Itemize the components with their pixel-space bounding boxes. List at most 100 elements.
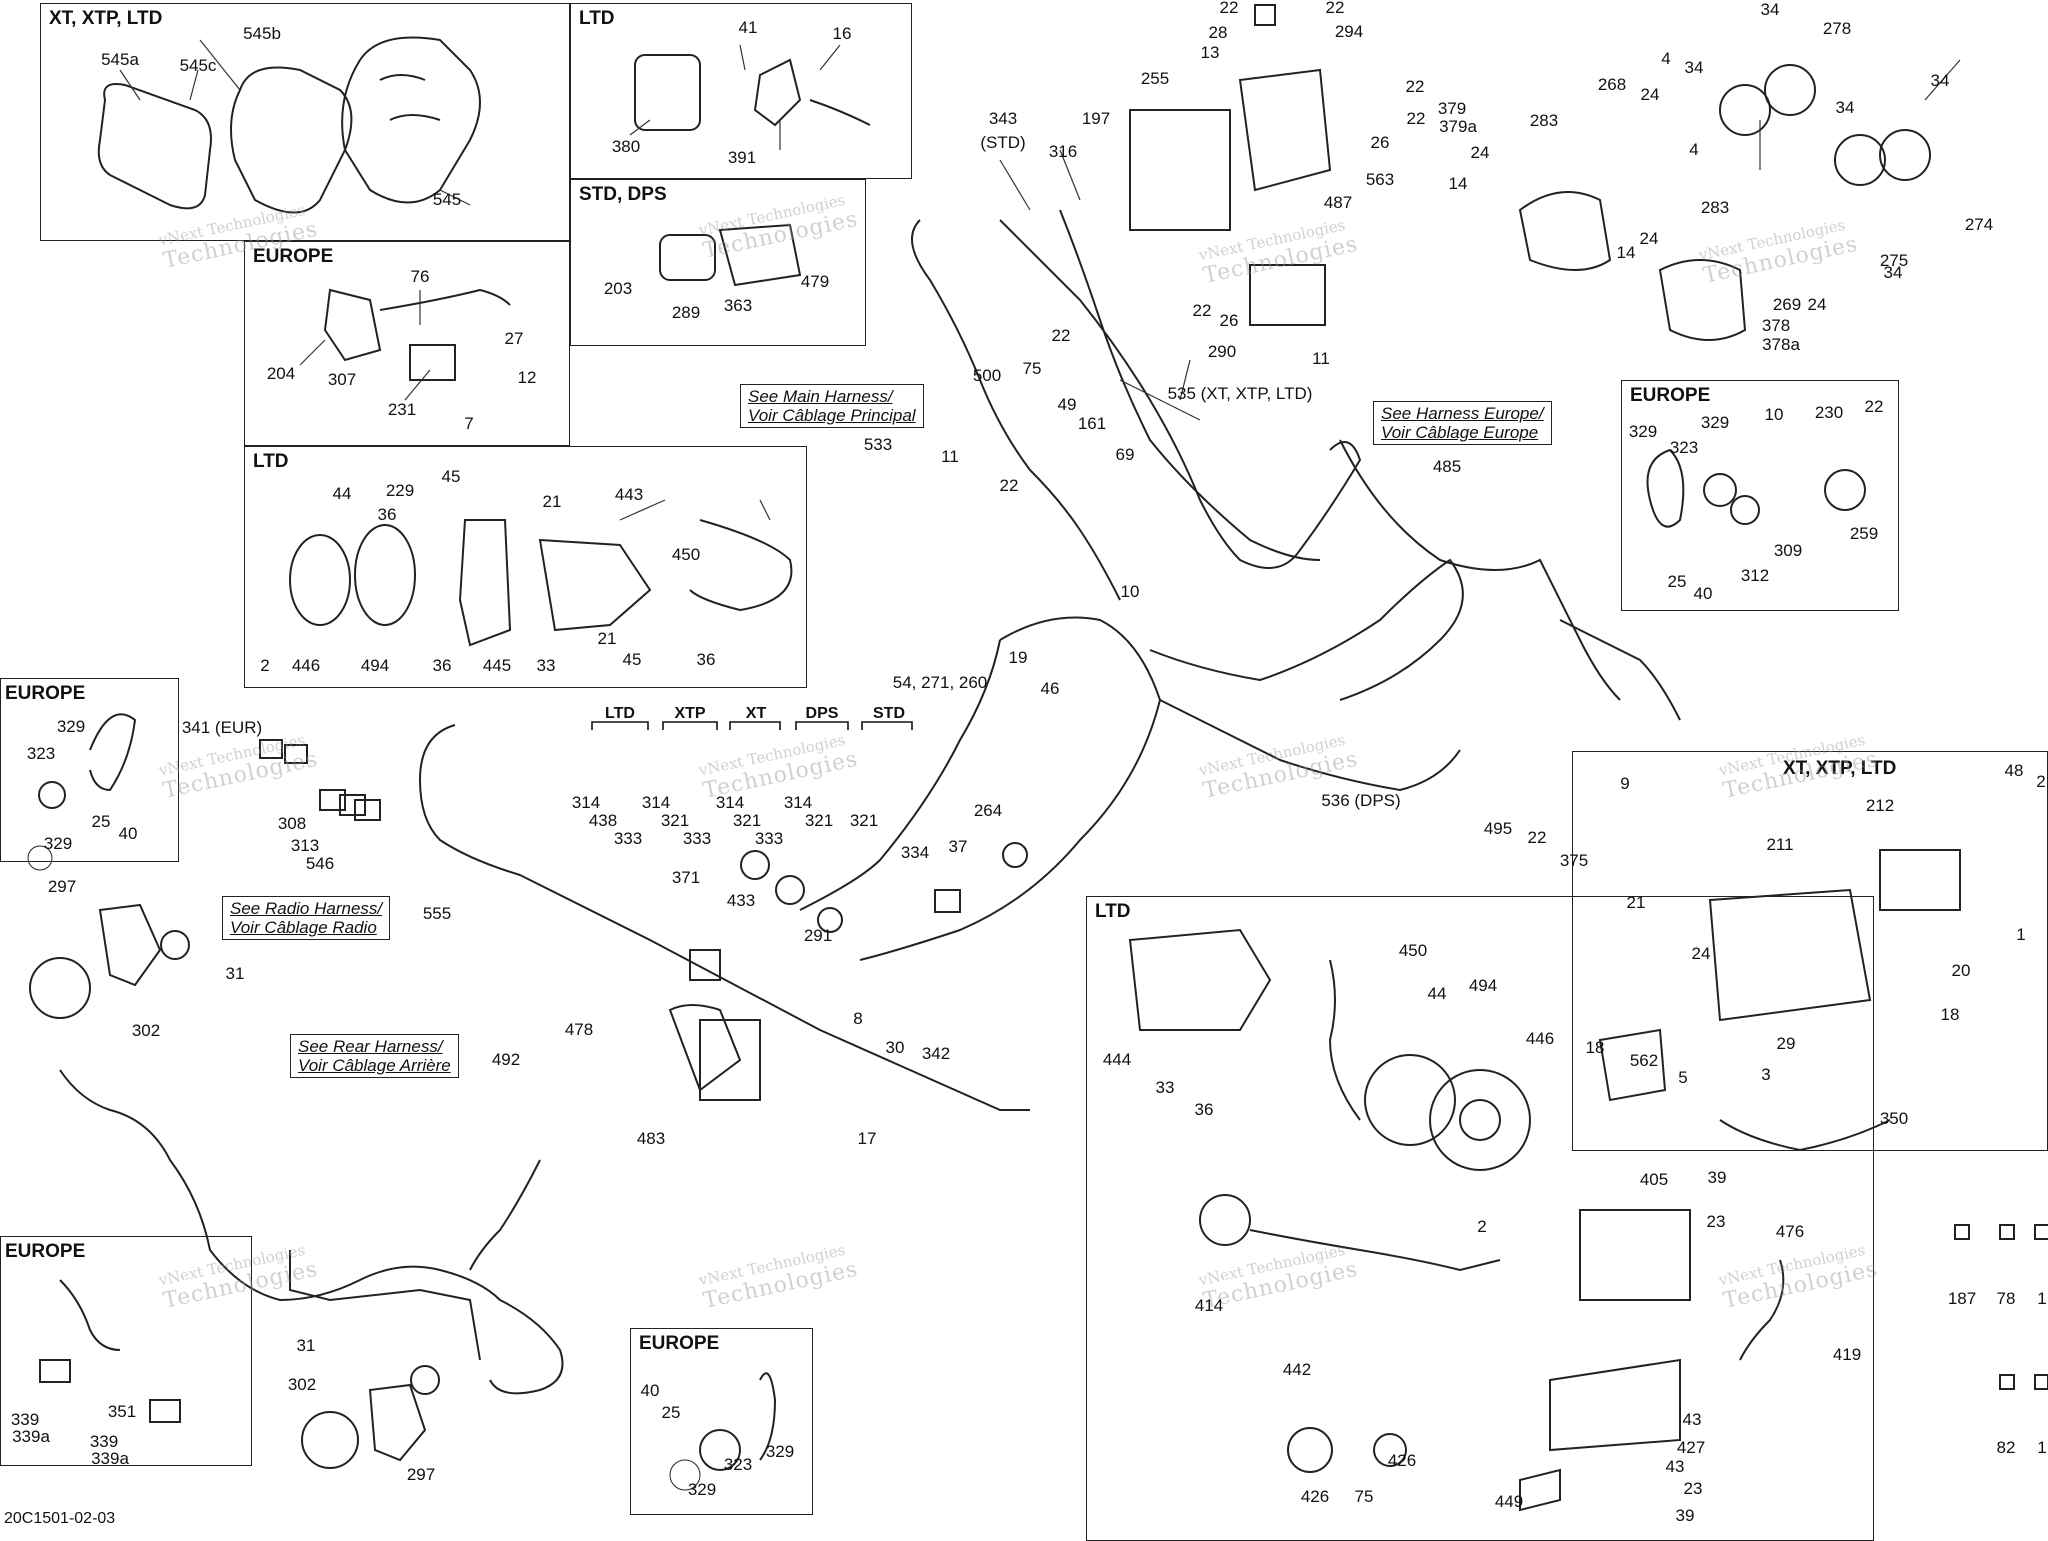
cluster-bezel-drawing <box>97 83 212 210</box>
part-number: 33 <box>536 656 556 675</box>
part-number: 283 <box>1529 111 1559 130</box>
part-number: 444 <box>1102 1050 1132 1069</box>
part-number: 378 <box>1761 316 1791 335</box>
part-number: 46 <box>1040 679 1060 698</box>
box-ltd-gps: LTD <box>570 3 912 179</box>
part-number: 297 <box>47 877 77 896</box>
part-number: 329 <box>1628 422 1658 441</box>
part-number: 419 <box>1832 1345 1862 1364</box>
part-number: 3 <box>1761 1065 1771 1084</box>
part-number: 197 <box>1081 109 1111 128</box>
part-number: 259 <box>1849 524 1879 543</box>
part-number: 546 <box>305 854 335 873</box>
part-number: 485 <box>1432 457 1462 476</box>
part-number: 45 <box>622 650 642 669</box>
part-number: 2 <box>260 656 270 675</box>
part-number: 342 <box>921 1044 951 1063</box>
part-number: 334 <box>900 843 930 862</box>
part-number: 21 <box>542 492 562 511</box>
part-number: 555 <box>422 904 452 923</box>
part-number: 203 <box>603 279 633 298</box>
part-number: 297 <box>406 1465 436 1484</box>
part-number: 443 <box>614 485 644 504</box>
box-title: LTD <box>1095 901 1131 922</box>
part-number: 20 <box>1951 961 1971 980</box>
part-number: 4 <box>1661 49 1671 68</box>
part-number: 36 <box>432 656 452 675</box>
part-number: 36 <box>696 650 716 669</box>
part-number: 274 <box>1964 215 1994 234</box>
part-number: 7 <box>464 414 474 433</box>
part-number: 350 <box>1879 1109 1909 1128</box>
part-number: 22 <box>1219 0 1239 17</box>
part-number: 44 <box>332 484 352 503</box>
main-harness-wire <box>418 724 1030 1111</box>
box-std-dps: STD, DPS <box>570 179 866 346</box>
part-number: 11 <box>1312 349 1330 368</box>
part-number: 321 <box>849 811 879 830</box>
part-number: 54, 271, 260 <box>892 673 988 692</box>
part-number: 371 <box>671 868 701 887</box>
part-number: 211 <box>1766 835 1794 854</box>
part-number: 22 <box>1325 0 1345 17</box>
variant-header-dps: DPS <box>805 705 839 722</box>
part-number: 39 <box>1707 1168 1727 1187</box>
box-title: LTD <box>579 8 615 29</box>
part-number: 2 <box>2036 772 2046 791</box>
part-number: 255 <box>1140 69 1170 88</box>
part-number: 161 <box>1077 414 1107 433</box>
part-number: 427 <box>1676 1438 1706 1457</box>
part-number: 22 <box>1405 77 1425 96</box>
part-number: 8 <box>853 1009 863 1028</box>
part-number: 375 <box>1559 851 1589 870</box>
part-number: 36 <box>377 505 397 524</box>
part-number: 545a <box>101 50 139 69</box>
part-number: 321 <box>804 811 834 830</box>
part-number: 339 <box>10 1410 40 1429</box>
part-number: 329 <box>1700 413 1730 432</box>
part-number: 314 <box>641 793 671 812</box>
part-number: 22 <box>1051 326 1071 345</box>
part-number: 446 <box>291 656 321 675</box>
part-number: 2 <box>1477 1217 1487 1236</box>
part-number: 307 <box>327 370 357 389</box>
part-number: 37 <box>948 837 968 856</box>
part-number: 48 <box>2004 761 2024 780</box>
variant-header-xtp: XTP <box>674 705 706 722</box>
part-number: 414 <box>1194 1296 1224 1315</box>
part-number: 24 <box>1640 85 1660 104</box>
part-number: 363 <box>723 296 753 315</box>
part-number: 302 <box>131 1021 161 1040</box>
part-number: 43 <box>1665 1457 1685 1476</box>
part-number: 329 <box>56 717 86 736</box>
part-number: 23 <box>1683 1479 1703 1498</box>
cluster-cover-drawing <box>230 66 353 214</box>
part-number: 4 <box>1689 140 1699 159</box>
part-number: 75 <box>1354 1487 1374 1506</box>
variant-header-std: STD <box>873 705 905 722</box>
part-number: 21 <box>597 629 617 648</box>
part-number: 495 <box>1483 819 1513 838</box>
part-number: 426 <box>1387 1451 1417 1470</box>
part-number: 5 <box>1678 1068 1688 1087</box>
box-title: STD, DPS <box>579 184 667 205</box>
box-title: EUROPE <box>5 683 86 704</box>
note-europe-harness: See Harness Europe/Voir Câblage Europe <box>1373 401 1552 445</box>
gps-unit-drawing <box>634 54 701 131</box>
part-number: 487 <box>1323 193 1353 212</box>
box-title: LTD <box>253 451 289 472</box>
part-number: 379 <box>1437 99 1467 118</box>
part-number: 294 <box>1334 22 1364 41</box>
part-number: 313 <box>290 836 320 855</box>
part-number: 229 <box>385 481 415 500</box>
box-title: EUROPE <box>639 1333 720 1354</box>
part-number: 291 <box>803 926 833 945</box>
part-number: 1 <box>2037 1438 2047 1457</box>
part-number: 302 <box>287 1375 317 1394</box>
part-number: 426 <box>1300 1487 1330 1506</box>
part-number: 321 <box>660 811 690 830</box>
part-number: 49 <box>1057 395 1077 414</box>
part-number: 269 <box>1772 295 1802 314</box>
part-number: 40 <box>118 824 138 843</box>
part-number: 290 <box>1207 342 1237 361</box>
